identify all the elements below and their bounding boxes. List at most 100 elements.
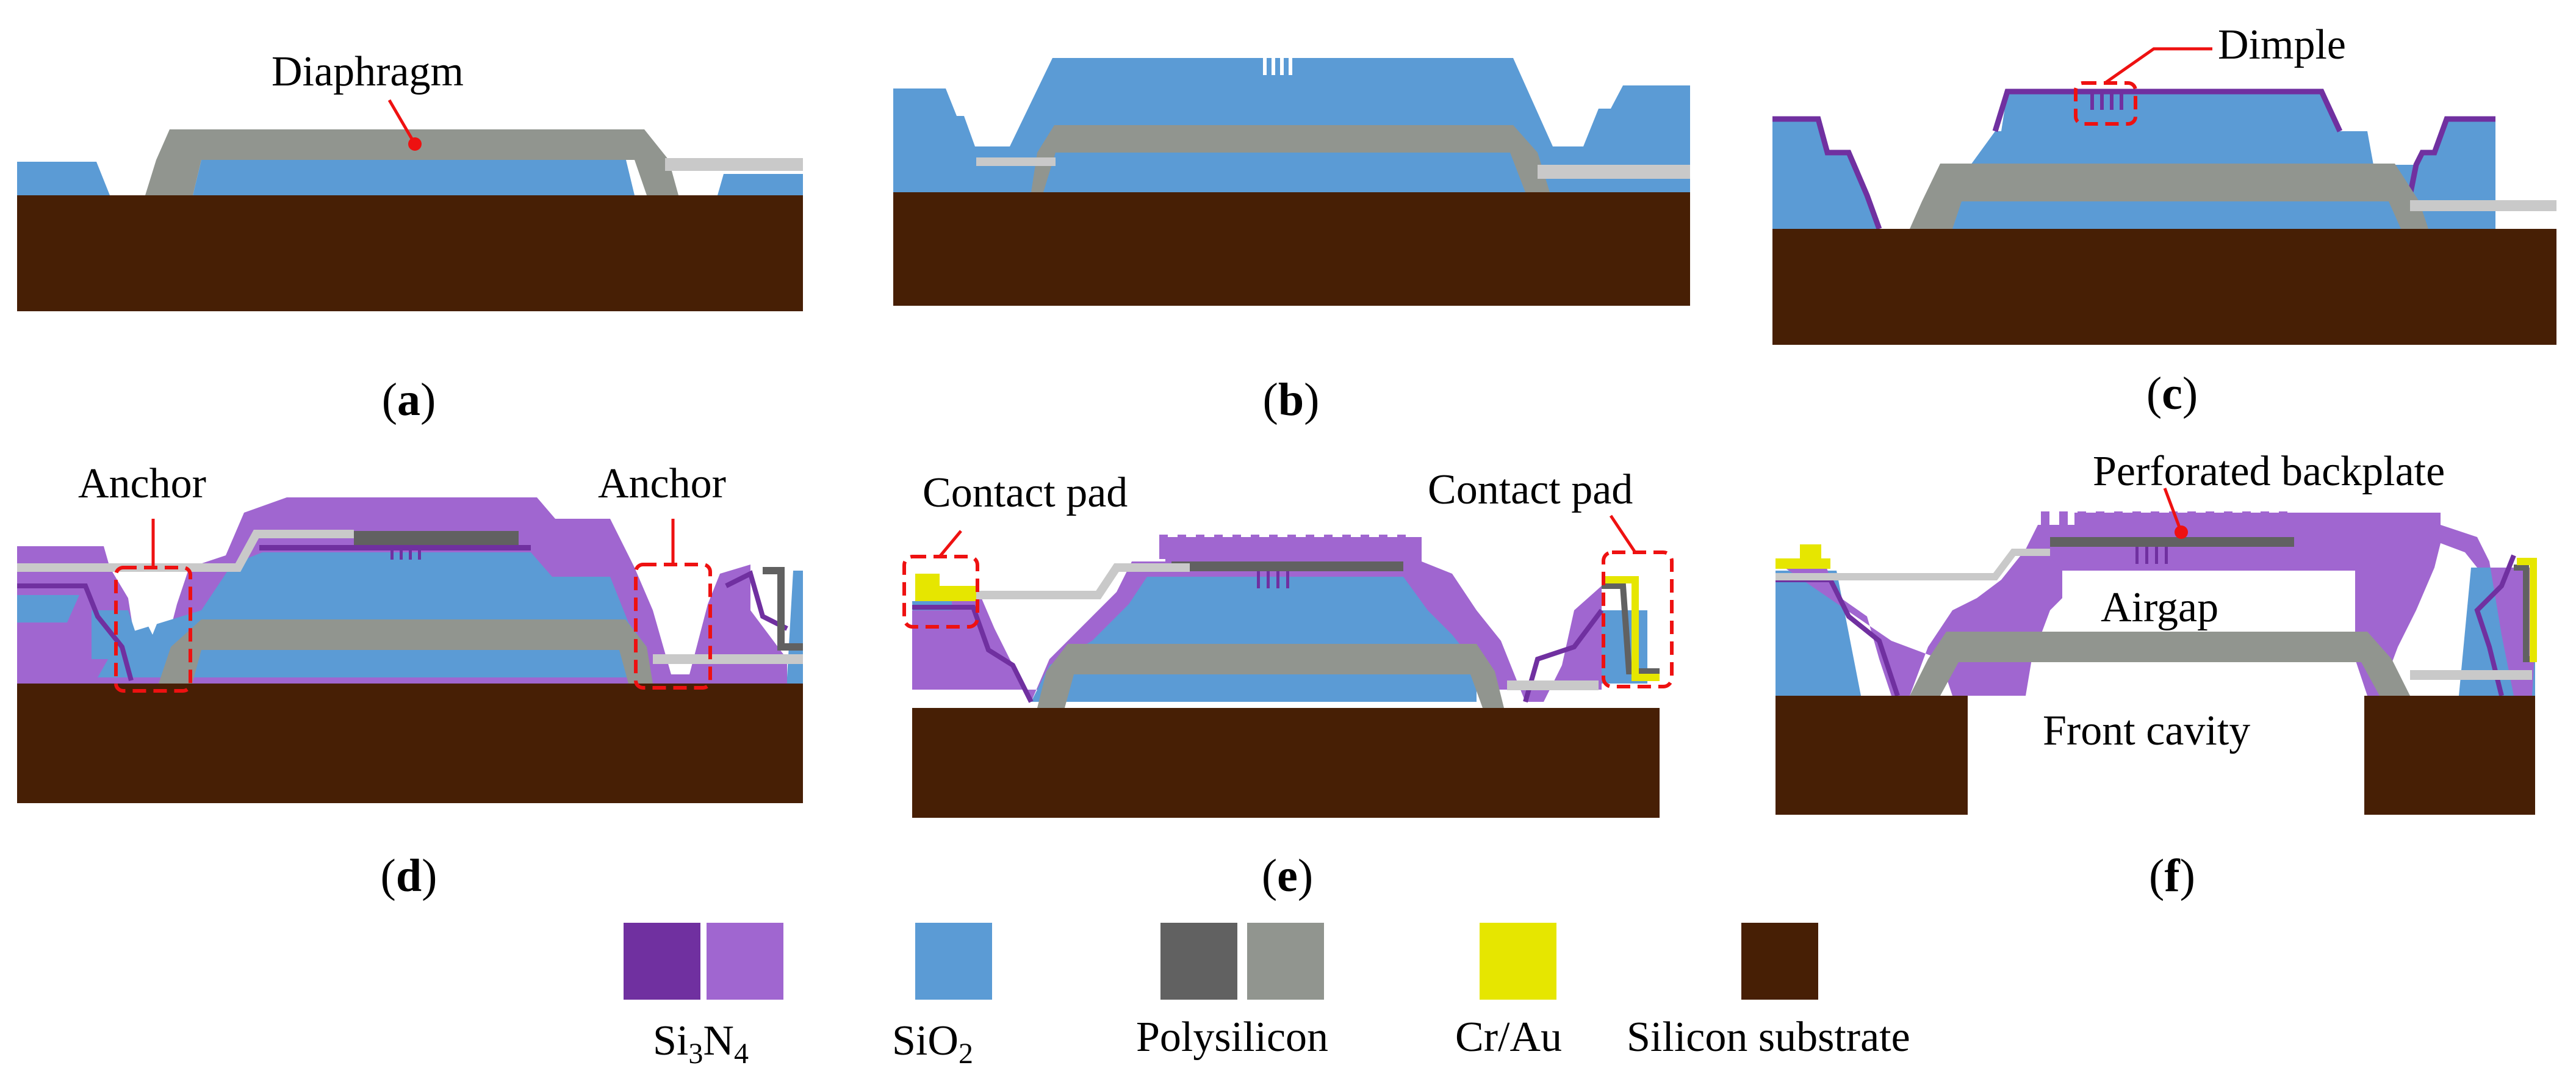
polysilicon-lead <box>665 158 803 171</box>
legend-sio2: SiO2 <box>892 1017 973 1070</box>
si3n4-dark-liner <box>2474 554 2516 696</box>
silicon-substrate <box>912 708 1660 818</box>
dimple-tip <box>2110 92 2114 110</box>
anchor-hole <box>122 574 177 635</box>
dimple-slot <box>1289 58 1292 75</box>
anchor-label-right: Anchor <box>598 460 726 507</box>
anchor-label-left: Anchor <box>78 460 206 507</box>
polysilicon-lead <box>976 157 1056 166</box>
legend-si3n4: Si3N4 <box>653 1017 749 1070</box>
panel-e: Contact pad Contact pad (e) <box>902 466 1674 901</box>
diaphragm-pointer <box>387 99 417 145</box>
crau-pad-left <box>1775 544 1830 569</box>
backplate-label: Perforated backplate <box>2093 448 2445 495</box>
backplate-perforations <box>1159 535 1406 559</box>
polysilicon-lead <box>2410 670 2532 680</box>
panel-c: Dimple (c) <box>1772 21 2556 419</box>
diaphragm-polysilicon <box>1910 632 2410 696</box>
dimple-tip <box>2135 547 2139 564</box>
diaphragm-polysilicon <box>1910 164 2428 229</box>
sio2-core <box>193 160 635 195</box>
contact-pad-label-right: Contact pad <box>1428 466 1633 513</box>
si3n4-dark-liner <box>725 570 788 631</box>
panel-a: Diaphragm (a) <box>17 48 803 425</box>
dimple-tip <box>2100 92 2104 110</box>
anchor-hole <box>650 577 708 632</box>
legend: Si3N4 SiO2 Polysilicon Cr/Au Silicon sub… <box>624 923 1910 1070</box>
backplate-polysilicon <box>2050 537 2294 547</box>
dimple-tip <box>409 546 412 560</box>
polysilicon-lead <box>2410 200 2556 211</box>
si3n4-dark-liner <box>912 605 1034 703</box>
caption-e: (e) <box>1262 850 1313 901</box>
dimple-tip <box>400 546 403 560</box>
polysilicon-lead <box>1538 165 1690 179</box>
silicon-substrate <box>893 192 1690 306</box>
dimple-tip <box>2145 547 2148 564</box>
si3n4-liner <box>1772 116 1882 230</box>
swatch-polysilicon-light <box>1247 923 1324 1000</box>
dimple-slot <box>1263 58 1267 75</box>
polysilicon-lead <box>1507 680 1599 690</box>
panel-b: (b) <box>893 58 1690 425</box>
polysilicon-lead <box>952 563 1190 599</box>
polysilicon-lead <box>653 654 803 664</box>
caption-d: (d) <box>381 850 437 901</box>
si3n4-liner <box>1992 88 2343 132</box>
diaphragm-polysilicon <box>1037 644 1504 708</box>
legend-substrate: Silicon substrate <box>1627 1014 1910 1061</box>
crau-pad-right <box>2517 558 2537 662</box>
dimple-tip <box>1276 571 1279 588</box>
crau-pad-right <box>1605 576 1660 681</box>
dimple-tip <box>1257 571 1260 588</box>
caption-c: (c) <box>2146 368 2198 419</box>
swatch-sio2 <box>915 923 992 1000</box>
dimple-slot <box>1280 58 1284 75</box>
panel-f: Perforated backplate Airgap Front cavity… <box>1775 448 2537 901</box>
dimple-tip <box>390 546 394 560</box>
dimple-tip <box>418 546 421 560</box>
backplate-polysilicon <box>1171 561 1403 571</box>
dimple-tip <box>2155 547 2158 564</box>
swatch-crau <box>1480 923 1556 1000</box>
polysilicon-lead <box>1775 549 2050 580</box>
dimple-slot <box>1272 58 1275 75</box>
silicon-substrate-left <box>1775 696 1968 815</box>
dimple-tip <box>1267 571 1270 588</box>
contact-pad-highlight-right <box>1602 550 1674 688</box>
contact-pad-pointer-left <box>938 530 962 558</box>
backplate-polysilicon <box>354 531 519 545</box>
silicon-substrate-right <box>2364 696 2535 815</box>
swatch-si3n4-light <box>707 923 783 1000</box>
legend-polysilicon: Polysilicon <box>1136 1014 1328 1061</box>
pad-edge <box>1602 583 1660 674</box>
crau-pad-left <box>915 574 976 601</box>
swatch-substrate <box>1741 923 1818 1000</box>
dimple-label: Dimple <box>2218 21 2346 68</box>
silicon-substrate <box>17 684 803 803</box>
silicon-substrate <box>1772 229 2556 345</box>
si3n4-dark-liner <box>17 583 134 682</box>
dimple-tip <box>2120 92 2123 110</box>
sio2-layer <box>718 174 803 195</box>
silicon-substrate <box>17 195 803 311</box>
contact-pad-label-left: Contact pad <box>923 469 1128 516</box>
front-cavity-label: Front cavity <box>2043 707 2250 754</box>
swatch-polysilicon-dark <box>1160 923 1237 1000</box>
dimple-tip <box>1286 571 1289 588</box>
legend-crau: Cr/Au <box>1455 1014 1562 1061</box>
caption-a: (a) <box>382 374 436 425</box>
airgap <box>2062 571 2355 632</box>
diaphragm-label: Diaphragm <box>272 48 464 95</box>
diaphragm-polysilicon <box>1031 125 1550 192</box>
sio2-layer <box>1772 119 1879 229</box>
sio2-layer <box>17 162 110 195</box>
pad-edge <box>763 567 803 651</box>
diaphragm-polysilicon <box>145 129 678 195</box>
dimple-tip <box>2165 547 2168 564</box>
caption-b: (b) <box>1263 374 1320 425</box>
swatch-si3n4-dark <box>624 923 700 1000</box>
contact-pad-pointer-right <box>1609 514 1637 554</box>
diaphragm-polysilicon <box>159 619 653 684</box>
backplate-pointer <box>2163 488 2183 533</box>
